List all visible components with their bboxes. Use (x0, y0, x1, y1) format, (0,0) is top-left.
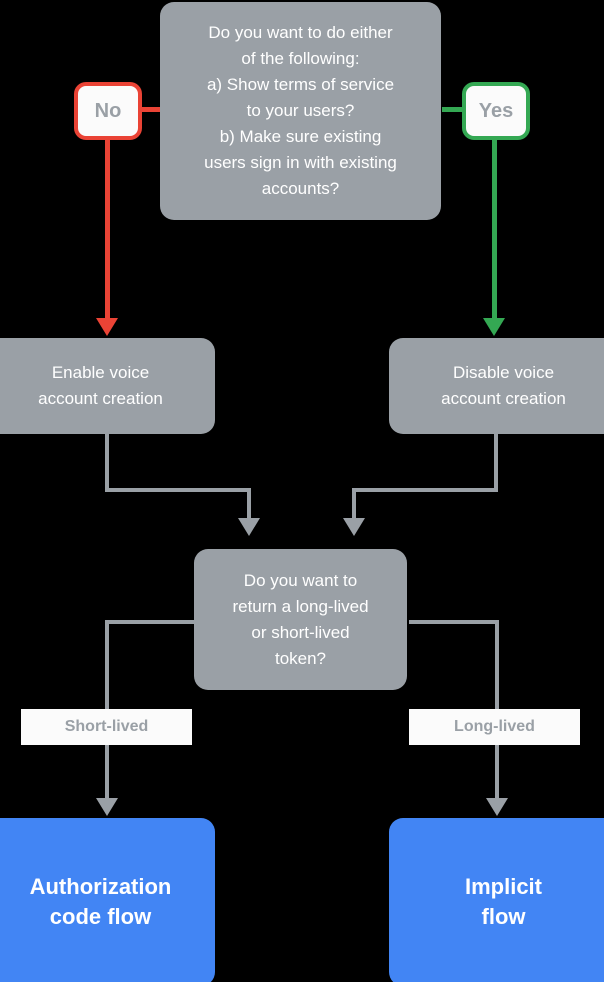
connector-disable-down (494, 434, 498, 492)
authorization-code-flow-node[interactable]: Authorization code flow (0, 818, 215, 982)
edge-label-short-lived: Short-lived (21, 709, 192, 745)
arrowhead-short-lived (96, 798, 118, 816)
disable-voice-line-1: Disable voice (452, 363, 555, 382)
enable-voice-line-1: Enable voice (51, 363, 150, 382)
connector-no-down (105, 140, 110, 320)
enable-voice-line-2: account creation (38, 389, 163, 408)
disable-voice-account-creation-node[interactable]: Disable voice account creation (389, 338, 604, 434)
connector-enable-into-question (247, 488, 251, 519)
arrowhead-disable-to-question (343, 518, 365, 536)
connector-disable-left (352, 488, 498, 492)
question-one-line-1: Do you want to do either (208, 23, 393, 42)
arrowhead-yes-down (483, 318, 505, 336)
question-two-line-4: token? (274, 648, 327, 668)
question-two-node[interactable]: Do you want to return a long-lived or sh… (194, 549, 407, 690)
enable-voice-account-creation-node[interactable]: Enable voice account creation (0, 338, 215, 434)
question-two-line-3: or short-lived (251, 622, 350, 642)
question-one-node[interactable]: Do you want to do either of the followin… (160, 2, 441, 220)
arrowhead-enable-to-question (238, 518, 260, 536)
connector-yes-to-question (442, 107, 464, 112)
connector-enable-right (105, 488, 251, 492)
question-one-line-4: to your users? (246, 101, 355, 120)
question-one-line-2: of the following: (241, 49, 360, 68)
question-two-line-2: return a long-lived (232, 596, 369, 616)
question-one-line-5: b) Make sure existing (219, 127, 382, 146)
edge-label-long-lived: Long-lived (409, 709, 580, 745)
edge-label-short-lived-text: Short-lived (64, 718, 149, 735)
implicit-flow-node[interactable]: Implicit flow (389, 818, 604, 982)
question-one-line-7: accounts? (261, 179, 340, 198)
question-one-line-6: users sign in with existing (204, 153, 397, 172)
answer-yes-label: Yes (478, 99, 514, 122)
answer-yes-button[interactable]: Yes (462, 82, 530, 140)
connector-enable-down (105, 434, 109, 492)
answer-no-label: No (94, 99, 122, 122)
connector-disable-into-question (352, 488, 356, 519)
authorization-code-flow-line-1: Authorization (29, 874, 172, 899)
implicit-flow-line-2: flow (481, 904, 526, 929)
authorization-code-flow-line-2: code flow (49, 904, 152, 929)
connector-question-right (409, 620, 499, 624)
question-one-line-3: a) Show terms of service (206, 75, 395, 94)
edge-label-long-lived-text: Long-lived (454, 718, 535, 735)
implicit-flow-line-1: Implicit (464, 874, 542, 899)
answer-no-button[interactable]: No (74, 82, 142, 140)
connector-no-to-question (140, 107, 162, 112)
arrowhead-long-lived (486, 798, 508, 816)
disable-voice-line-2: account creation (441, 389, 566, 408)
question-two-line-1: Do you want to (243, 570, 358, 590)
arrowhead-no-down (96, 318, 118, 336)
connector-question-left (105, 620, 195, 624)
connector-yes-down (492, 140, 497, 320)
